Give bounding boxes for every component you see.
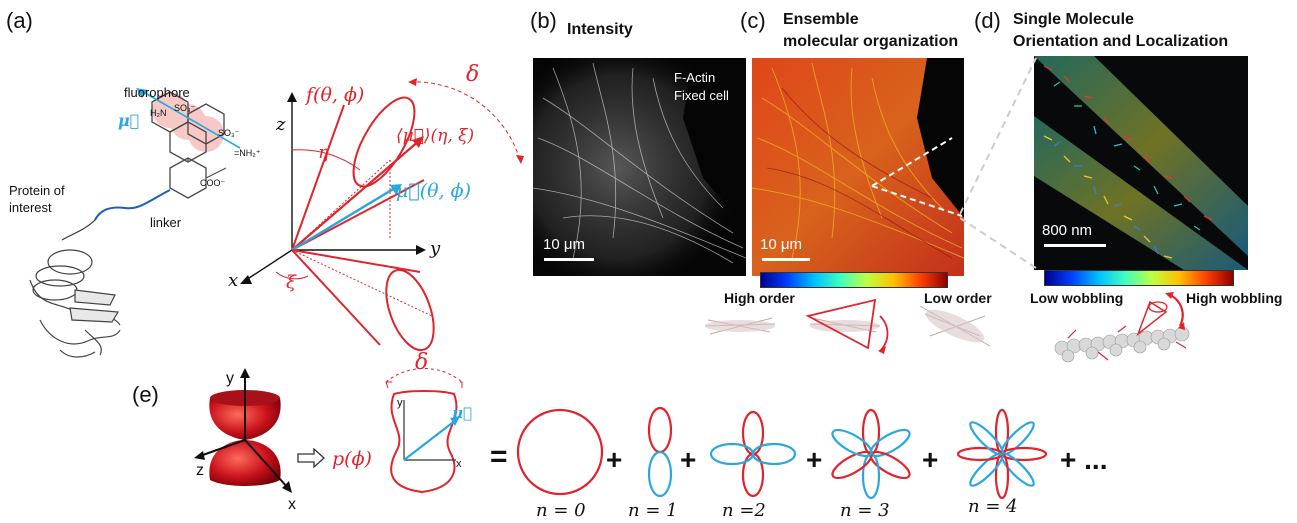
plus-sign-2: + [680,444,697,475]
mu-vector [291,186,396,252]
term-n3-label: n = 3 [840,500,890,521]
term-n2-label: n =2 [722,500,766,521]
panel-d-title-line2: Orientation and Localization [1013,33,1229,50]
term-n0-label: n = 0 [536,500,586,521]
mu-avg-label: ⟨μ⃗⟩(η, ξ) [396,126,475,146]
so3-label-1: SO₃⁻ [174,103,196,113]
zoom-guide-lines [960,57,1037,269]
protein-ribbon [29,249,121,358]
lower-cone [291,249,435,352]
polar-x-label: x [456,458,462,470]
term-n3-shape [831,408,911,500]
panel-b-scalebar-label: 10 μm [543,236,585,253]
lobe-y-label: y [226,370,234,387]
panel-c-title-line1: Ensemble [783,11,859,28]
dipole-3d-lobes [194,368,292,493]
term-n4-shape [956,408,1048,500]
p-phi-label: p(ϕ) [332,448,372,470]
panel-e-label: (e) [132,382,159,407]
panel-c-scalebar-label: 10 μm [760,236,802,253]
implies-arrow [297,448,325,468]
fluorophore-mu-label: μ⃗ [118,111,140,130]
high-wobbling-label: High wobbling [1186,290,1283,306]
eta-label: η [318,142,329,163]
fixed-cell-annotation: Fixed cell [674,88,729,103]
delta-label: δ [466,62,480,87]
coo-label: COO⁻ [200,178,226,188]
ensemble-order-image [752,58,964,276]
term-n4-label: n = 4 [968,496,1018,517]
order-filament-illustration [704,298,991,354]
panel-d-scalebar-label: 800 nm [1042,222,1093,239]
panel-d-title-line1: Single Molecule [1013,11,1134,28]
f-theta-phi-label: f(θ, ϕ) [306,84,365,106]
plus-sign-1: + [606,444,623,475]
protein-fluorophore-illustration [29,88,241,358]
f-actin-annotation: F-Actin [674,70,716,85]
plus-sign-4: + [922,444,939,475]
orientation-geometry-diagram [240,78,524,352]
term-n0-shape [516,408,604,496]
equals-sign: = [490,440,508,473]
panel-d-scalebar [1044,244,1106,247]
term-n1-label: n = 1 [628,500,678,521]
h2n-label: H₂N [150,108,167,118]
x-axis-label: x [228,270,239,291]
xi-label: ξ [286,272,296,293]
term-n2-shape [709,410,797,498]
polar-distribution [385,368,463,494]
so3-label-2: SO₃⁻ [218,128,240,138]
term-n1-shape [647,406,673,498]
single-molecule-image [1034,56,1248,270]
low-wobbling-label: Low wobbling [1030,290,1124,306]
wobbling-colorbar [1044,270,1234,286]
panel-c-label: (c) [740,8,766,33]
wobbling-filament-illustration [1054,292,1190,363]
lobe-x-label: x [288,496,296,513]
order-colorbar [760,272,948,288]
mu-theta-phi-label: μ⃗(θ, ϕ) [396,180,472,202]
polar-mu-label: μ⃗ [452,404,472,422]
expansion-terms [516,406,1048,500]
high-order-label: High order [724,290,795,306]
intensity-image [533,58,746,276]
upper-cone [291,96,425,251]
linker-line [94,189,171,221]
linker-label: linker [150,215,182,230]
polar-y-label: y [397,397,403,409]
nh2-label: =NH₂⁺ [234,148,261,158]
panel-c-scalebar [762,258,810,261]
y-axis-label: y [430,238,441,259]
plus-sign-3: + [806,444,823,475]
fluorophore-label: fluorophore [124,85,190,100]
panel-c-title-line2: molecular organization [783,33,959,50]
low-order-label: Low order [924,290,992,306]
protein-label: Protein of interest [9,183,65,215]
panel-b-scalebar [544,258,594,261]
ellipsis: + ... [1060,444,1108,475]
z-axis-label: z [276,114,286,135]
panel-b-label: (b) [530,8,557,33]
panel-b-title: Intensity [567,21,633,38]
panel-a-label: (a) [6,8,33,33]
dipole-arrow [139,89,241,149]
panel-d-label: (d) [974,8,1001,33]
lobe-z-label: z [196,462,204,479]
